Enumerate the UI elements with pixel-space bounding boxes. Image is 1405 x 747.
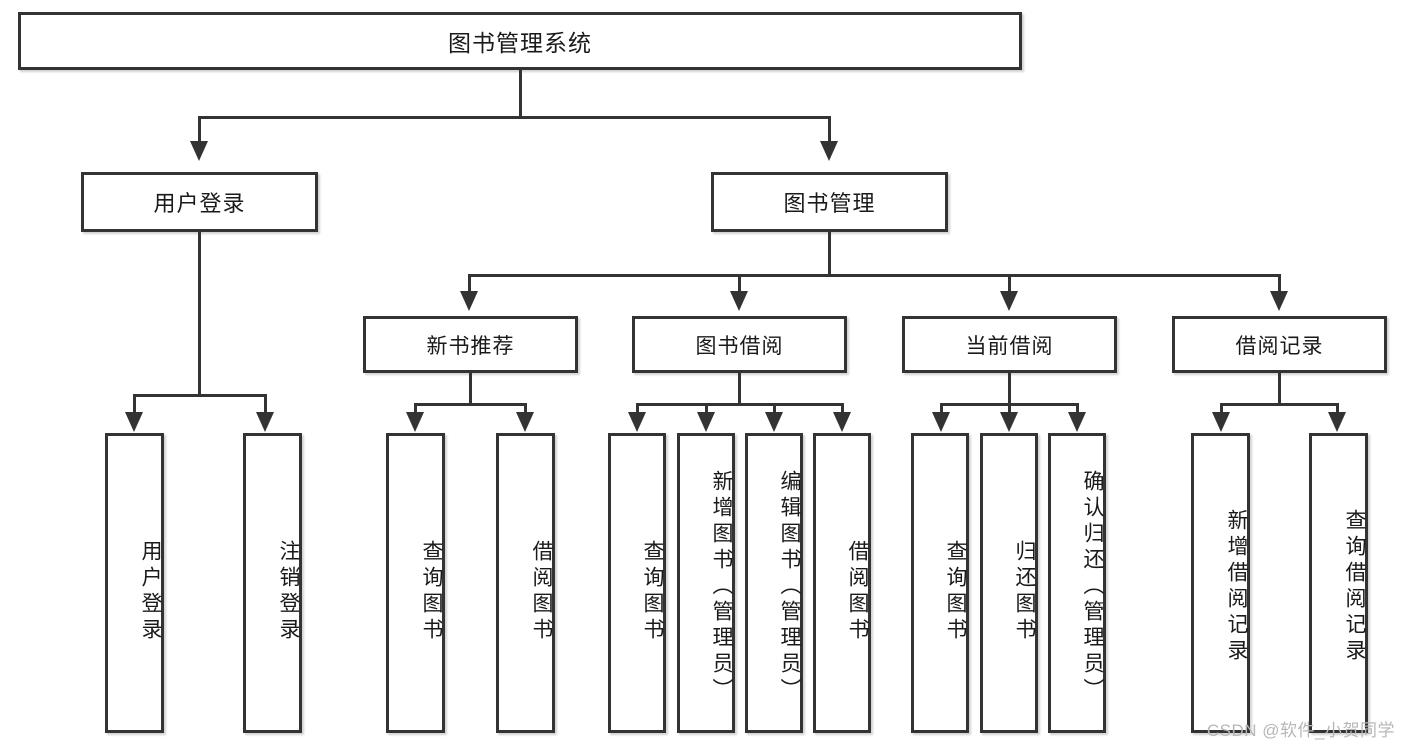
node-root[interactable]: 图书管理系统 (18, 12, 1022, 70)
arrow-to-leaf-logout-login (256, 412, 274, 432)
connector-bb-3 (773, 403, 776, 414)
leaf-logout-login[interactable]: 注销登录 (243, 433, 302, 733)
connector-book-borrow-stem (738, 373, 741, 403)
connector-br-2 (1336, 403, 1339, 414)
arrow-to-new-book-recommend (460, 291, 478, 311)
arrow-to-leaf-add-record (1212, 412, 1230, 432)
leaf-query-book-1[interactable]: 查询图书 (386, 433, 445, 733)
node-new-book-recommend[interactable]: 新书推荐 (363, 316, 578, 373)
connector-cb-2 (1008, 403, 1011, 414)
arrow-to-leaf-add-book (697, 412, 715, 432)
node-borrow-record[interactable]: 借阅记录 (1172, 316, 1387, 373)
connector-borrow-record-bus (1220, 403, 1339, 406)
leaf-user-login[interactable]: 用户登录 (105, 433, 164, 733)
arrow-to-leaf-query-book-2 (628, 412, 646, 432)
connector-bm-to-book-borrow (738, 274, 741, 293)
leaf-add-book[interactable]: 新增图书（管理员） (677, 433, 735, 733)
arrow-to-leaf-query-record (1328, 412, 1346, 432)
connector-bm-to-borrow-record (1278, 274, 1281, 293)
node-user-login[interactable]: 用户登录 (81, 172, 318, 232)
connector-user-login-left (133, 394, 136, 414)
arrow-to-leaf-edit-book (765, 412, 783, 432)
arrow-to-leaf-query-book-3 (932, 412, 950, 432)
connector-br-1 (1220, 403, 1223, 414)
connector-root-to-book-management (828, 116, 831, 141)
arrow-to-leaf-return-book (1000, 412, 1018, 432)
connector-cb-3 (1076, 403, 1079, 414)
connector-new-book-stem (469, 373, 472, 403)
connector-bb-1 (636, 403, 639, 414)
arrow-to-leaf-borrow-book-2 (833, 412, 851, 432)
leaf-edit-book[interactable]: 编辑图书（管理员） (745, 433, 803, 733)
connector-book-management-bus (468, 274, 1281, 277)
leaf-query-book-3[interactable]: 查询图书 (911, 433, 969, 733)
arrow-to-leaf-query-book-1 (406, 412, 424, 432)
connector-book-borrow-bus (636, 403, 844, 406)
arrow-root-to-book-management (820, 141, 838, 161)
connector-root-stem (519, 70, 522, 116)
connector-new-book-right (524, 403, 527, 414)
arrow-root-to-user-login (190, 141, 208, 161)
connector-user-login-stem (198, 232, 201, 394)
connector-bm-to-new-book (468, 274, 471, 293)
connector-borrow-record-stem (1278, 373, 1281, 403)
arrow-to-leaf-borrow-book-1 (516, 412, 534, 432)
connector-book-management-stem (828, 232, 831, 274)
node-book-borrow[interactable]: 图书借阅 (632, 316, 847, 373)
connector-bb-2 (705, 403, 708, 414)
arrow-to-borrow-record (1270, 291, 1288, 311)
leaf-query-record[interactable]: 查询借阅记录 (1309, 433, 1368, 733)
node-current-borrow[interactable]: 当前借阅 (902, 316, 1117, 373)
leaf-add-record[interactable]: 新增借阅记录 (1191, 433, 1250, 733)
node-book-management[interactable]: 图书管理 (711, 172, 948, 232)
arrow-to-leaf-user-login (125, 412, 143, 432)
arrow-to-book-borrow (730, 291, 748, 311)
connector-root-bus (198, 116, 831, 119)
connector-new-book-left (414, 403, 417, 414)
leaf-query-book-2[interactable]: 查询图书 (608, 433, 666, 733)
arrow-to-current-borrow (1000, 291, 1018, 311)
connector-user-login-right (264, 394, 267, 414)
connector-user-login-bus (133, 394, 267, 397)
connector-new-book-bus (414, 403, 527, 406)
arrow-to-leaf-confirm-return (1068, 412, 1086, 432)
connector-root-to-user-login (198, 116, 201, 141)
leaf-borrow-book-2[interactable]: 借阅图书 (813, 433, 871, 733)
leaf-confirm-return[interactable]: 确认归还（管理员） (1048, 433, 1106, 733)
connector-bb-4 (841, 403, 844, 414)
leaf-return-book[interactable]: 归还图书 (980, 433, 1038, 733)
leaf-borrow-book-1[interactable]: 借阅图书 (496, 433, 555, 733)
csdn-watermark: CSDN @软件_小贺同学 (1206, 721, 1395, 740)
connector-current-borrow-stem (1008, 373, 1011, 403)
connector-cb-1 (940, 403, 943, 414)
connector-bm-to-current-borrow (1008, 274, 1011, 293)
